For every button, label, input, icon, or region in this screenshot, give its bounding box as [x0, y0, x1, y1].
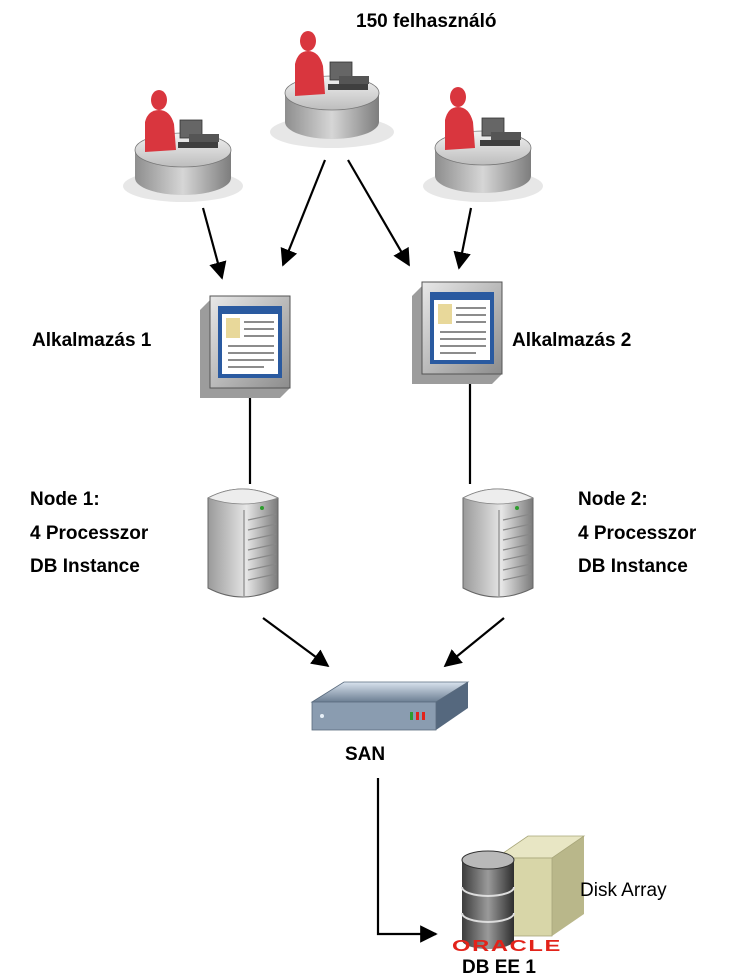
node2-instance: DB Instance — [578, 556, 688, 577]
app1-label: Alkalmazás 1 — [32, 330, 152, 351]
node1-title: Node 1: — [30, 489, 100, 510]
arrow-user1-app1 — [201, 207, 227, 280]
san-switch-icon — [310, 681, 470, 731]
node2-title: Node 2: — [578, 489, 648, 510]
node2-processors: 4 Processzor — [578, 523, 697, 544]
user-workstation-icon — [270, 31, 394, 148]
server-tower-icon — [207, 488, 280, 598]
arrow-user2-app2 — [347, 159, 410, 267]
arrow-node2-san — [443, 617, 505, 668]
app2-label: Alkalmazás 2 — [512, 330, 631, 351]
san-label: SAN — [345, 744, 385, 765]
application-server-icon — [412, 281, 503, 384]
arrow-san-db — [376, 778, 438, 943]
db-label: DB EE 1 — [462, 957, 536, 978]
connectors — [201, 159, 505, 943]
arrow-user3-app2 — [453, 207, 473, 270]
node1-processors: 4 Processzor — [30, 523, 149, 544]
arrow-node1-san — [262, 617, 330, 668]
server-tower-icon — [462, 488, 535, 598]
user-workstation-icon — [423, 87, 543, 202]
application-server-icon — [200, 295, 291, 398]
disk-array-label: Disk Array — [580, 880, 667, 901]
arrow-user2-app1 — [280, 159, 327, 267]
oracle-logo: ORACLE — [452, 938, 562, 955]
database-icon — [461, 850, 515, 949]
user-workstation-icon — [123, 90, 243, 202]
users-label: 150 felhasználó — [356, 11, 496, 32]
node1-instance: DB Instance — [30, 556, 140, 577]
